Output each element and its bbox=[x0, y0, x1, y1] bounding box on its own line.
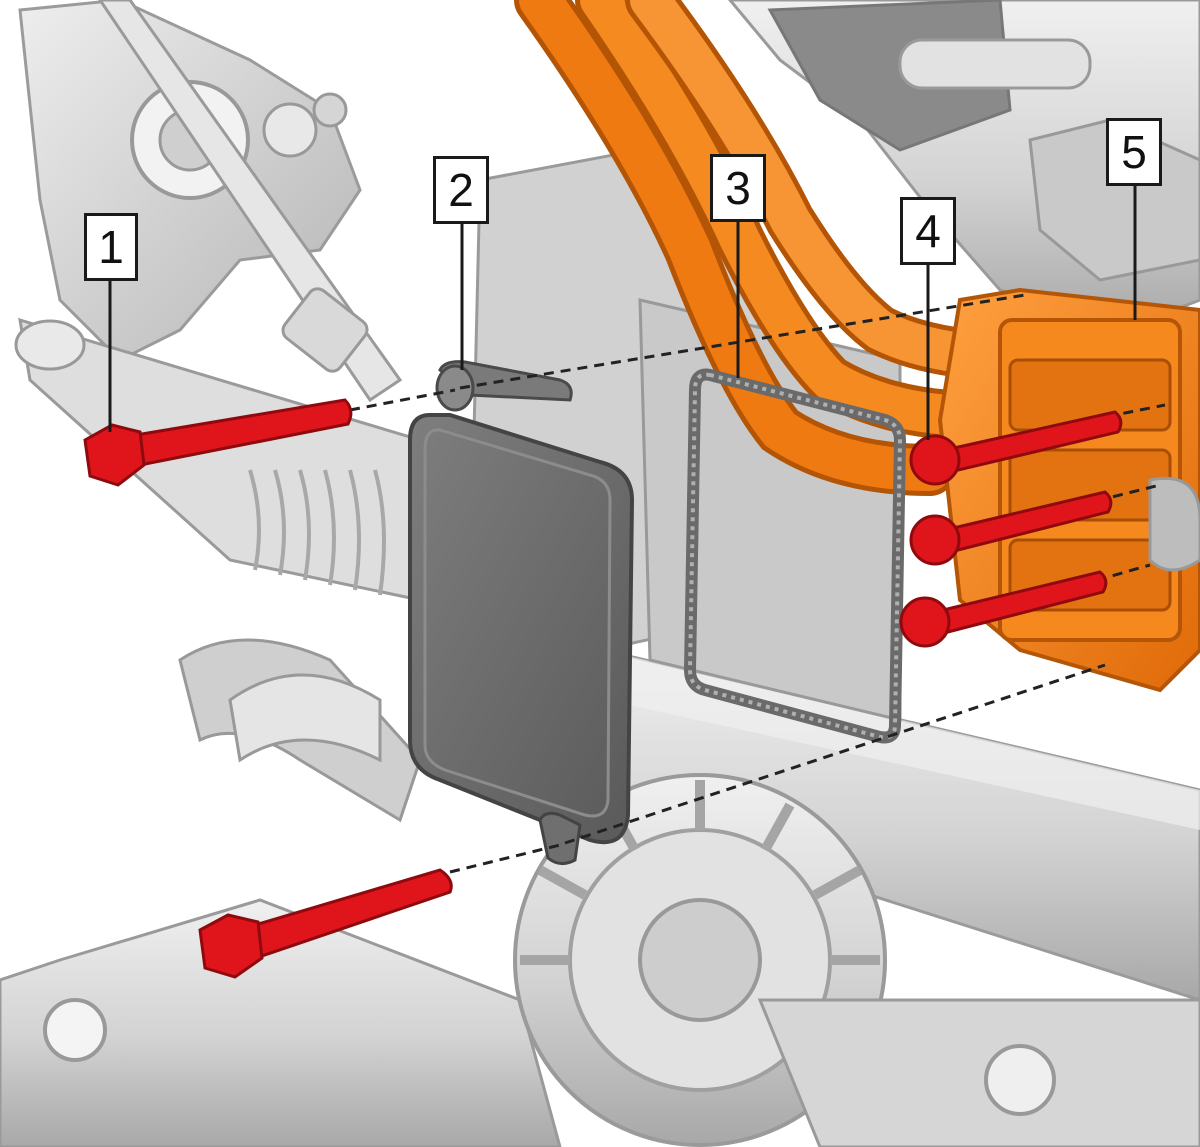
callout-1: 1 bbox=[84, 213, 138, 281]
callout-4: 4 bbox=[900, 197, 956, 265]
fasteners bbox=[83, 398, 1123, 979]
connector-bolt-top bbox=[909, 410, 1123, 486]
gasket bbox=[683, 368, 907, 744]
cover-plate bbox=[408, 360, 635, 865]
callout-5: 5 bbox=[1106, 118, 1162, 186]
bolt-upper-left bbox=[83, 398, 353, 487]
connector-bolt-middle bbox=[909, 490, 1113, 566]
hv-cables bbox=[514, 0, 1005, 496]
callout-leaders bbox=[108, 185, 1137, 440]
callout-2: 2 bbox=[433, 156, 489, 224]
alignment-lines bbox=[349, 293, 1166, 874]
bolt-lower-left bbox=[198, 868, 453, 979]
connector-bolt-bottom bbox=[899, 570, 1108, 648]
callout-3: 3 bbox=[710, 154, 766, 222]
hv-connector-housing bbox=[937, 287, 1200, 693]
